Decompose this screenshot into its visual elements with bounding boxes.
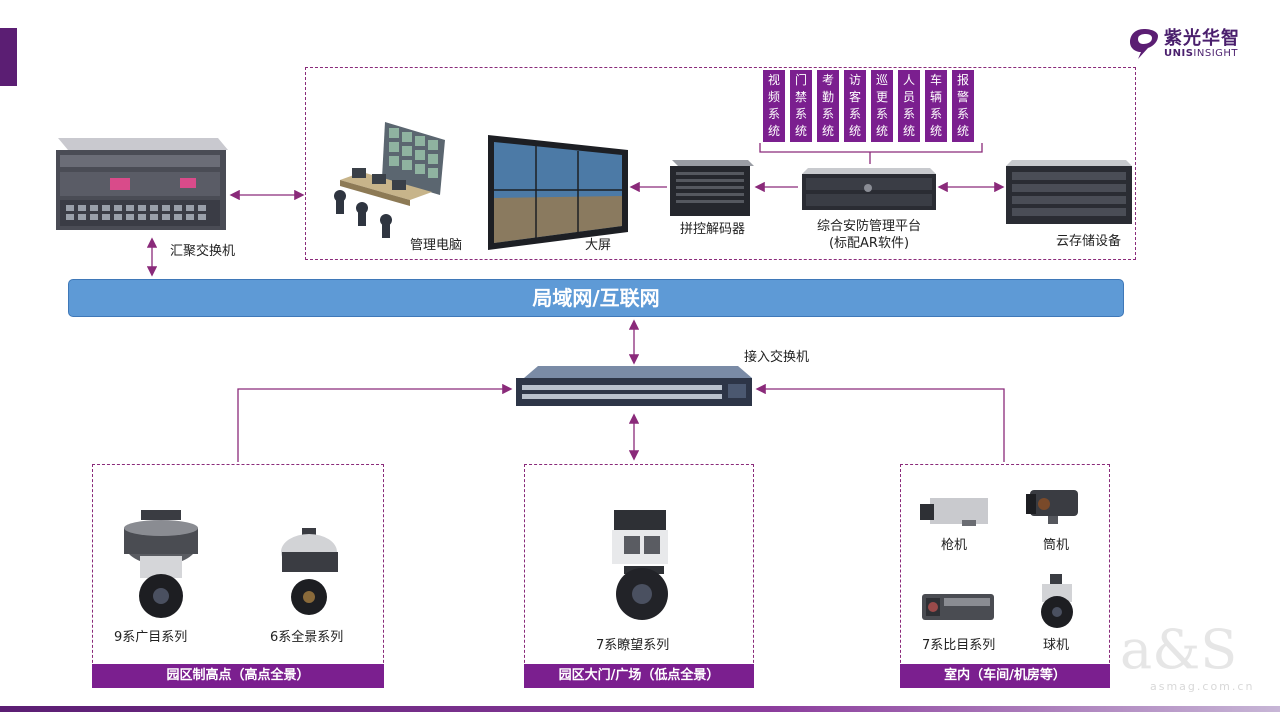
logo-mark-icon [1130,29,1158,59]
label-access-switch: 接入交换机 [744,350,810,365]
label-mgmt-pc: 管理电脑 [410,238,463,253]
tag-patrol-system: 巡更系统 [871,70,893,142]
brand-name-en: UNISINSIGHT [1164,48,1239,59]
camera-7-lookout-icon [612,510,668,620]
network-bar: 局域网/互联网 [68,279,1124,317]
video-wall-icon [488,135,628,250]
access-switch-icon [516,366,752,406]
label-cloud-storage: 云存储设备 [1056,234,1122,249]
tag-visitor-system: 访客系统 [844,70,866,142]
label-decoder: 拼控解码器 [680,222,746,237]
tag-personnel-system: 人员系统 [898,70,920,142]
camera-bullet-icon [1026,490,1078,524]
watermark-logo: a&S [1120,618,1238,681]
aggregation-switch-icon [56,138,228,230]
label-camera-7-bi-eye: 7系比目系列 [922,638,996,653]
watermark-site: asmag.com.cn [1150,680,1255,693]
control-room-icon [334,122,445,238]
camera-9-series-icon [124,510,198,618]
bottom-stripe [0,706,1280,712]
control-center-box [305,67,1136,260]
tag-attendance-system: 考勤系统 [817,70,839,142]
label-camera-6-series: 6系全景系列 [270,630,344,645]
tag-access-system: 门禁系统 [790,70,812,142]
camera-6-series-icon [281,528,338,615]
zone-indoor-footer: 室内（车间/机房等） [900,664,1110,688]
camera-7-bi-eye-icon [922,594,994,620]
tag-vehicle-system: 车辆系统 [925,70,947,142]
decoder-icon [670,160,754,216]
label-camera-box: 枪机 [941,538,968,553]
label-big-screen: 大屏 [585,238,612,253]
brand-logo: 紫光华智 UNISINSIGHT [1124,22,1264,66]
camera-dome-icon [1041,574,1073,628]
zone-high-point-footer: 园区制高点（高点全景） [92,664,384,688]
accent-bar [0,28,17,86]
camera-box-icon [920,498,988,526]
tag-video-system: 视频系统 [763,70,785,142]
label-platform: 综合安防管理平台 (标配AR软件) [816,219,922,251]
connectors [146,143,1005,462]
label-camera-7-lookout: 7系瞭望系列 [596,638,670,653]
label-camera-dome: 球机 [1043,638,1070,653]
label-camera-9-series: 9系广目系列 [114,630,188,645]
tag-alarm-system: 报警系统 [952,70,974,142]
zone-gate-footer: 园区大门/广场（低点全景） [524,664,754,688]
platform-server-icon [802,168,936,210]
label-camera-bullet: 筒机 [1043,538,1070,553]
brand-name-cn: 紫光华智 [1164,28,1240,49]
cloud-storage-icon [1006,160,1132,224]
subsystem-tags: 视频系统 门禁系统 考勤系统 访客系统 巡更系统 人员系统 车辆系统 报警系统 [763,70,974,142]
label-aggregation-switch: 汇聚交换机 [170,244,236,259]
